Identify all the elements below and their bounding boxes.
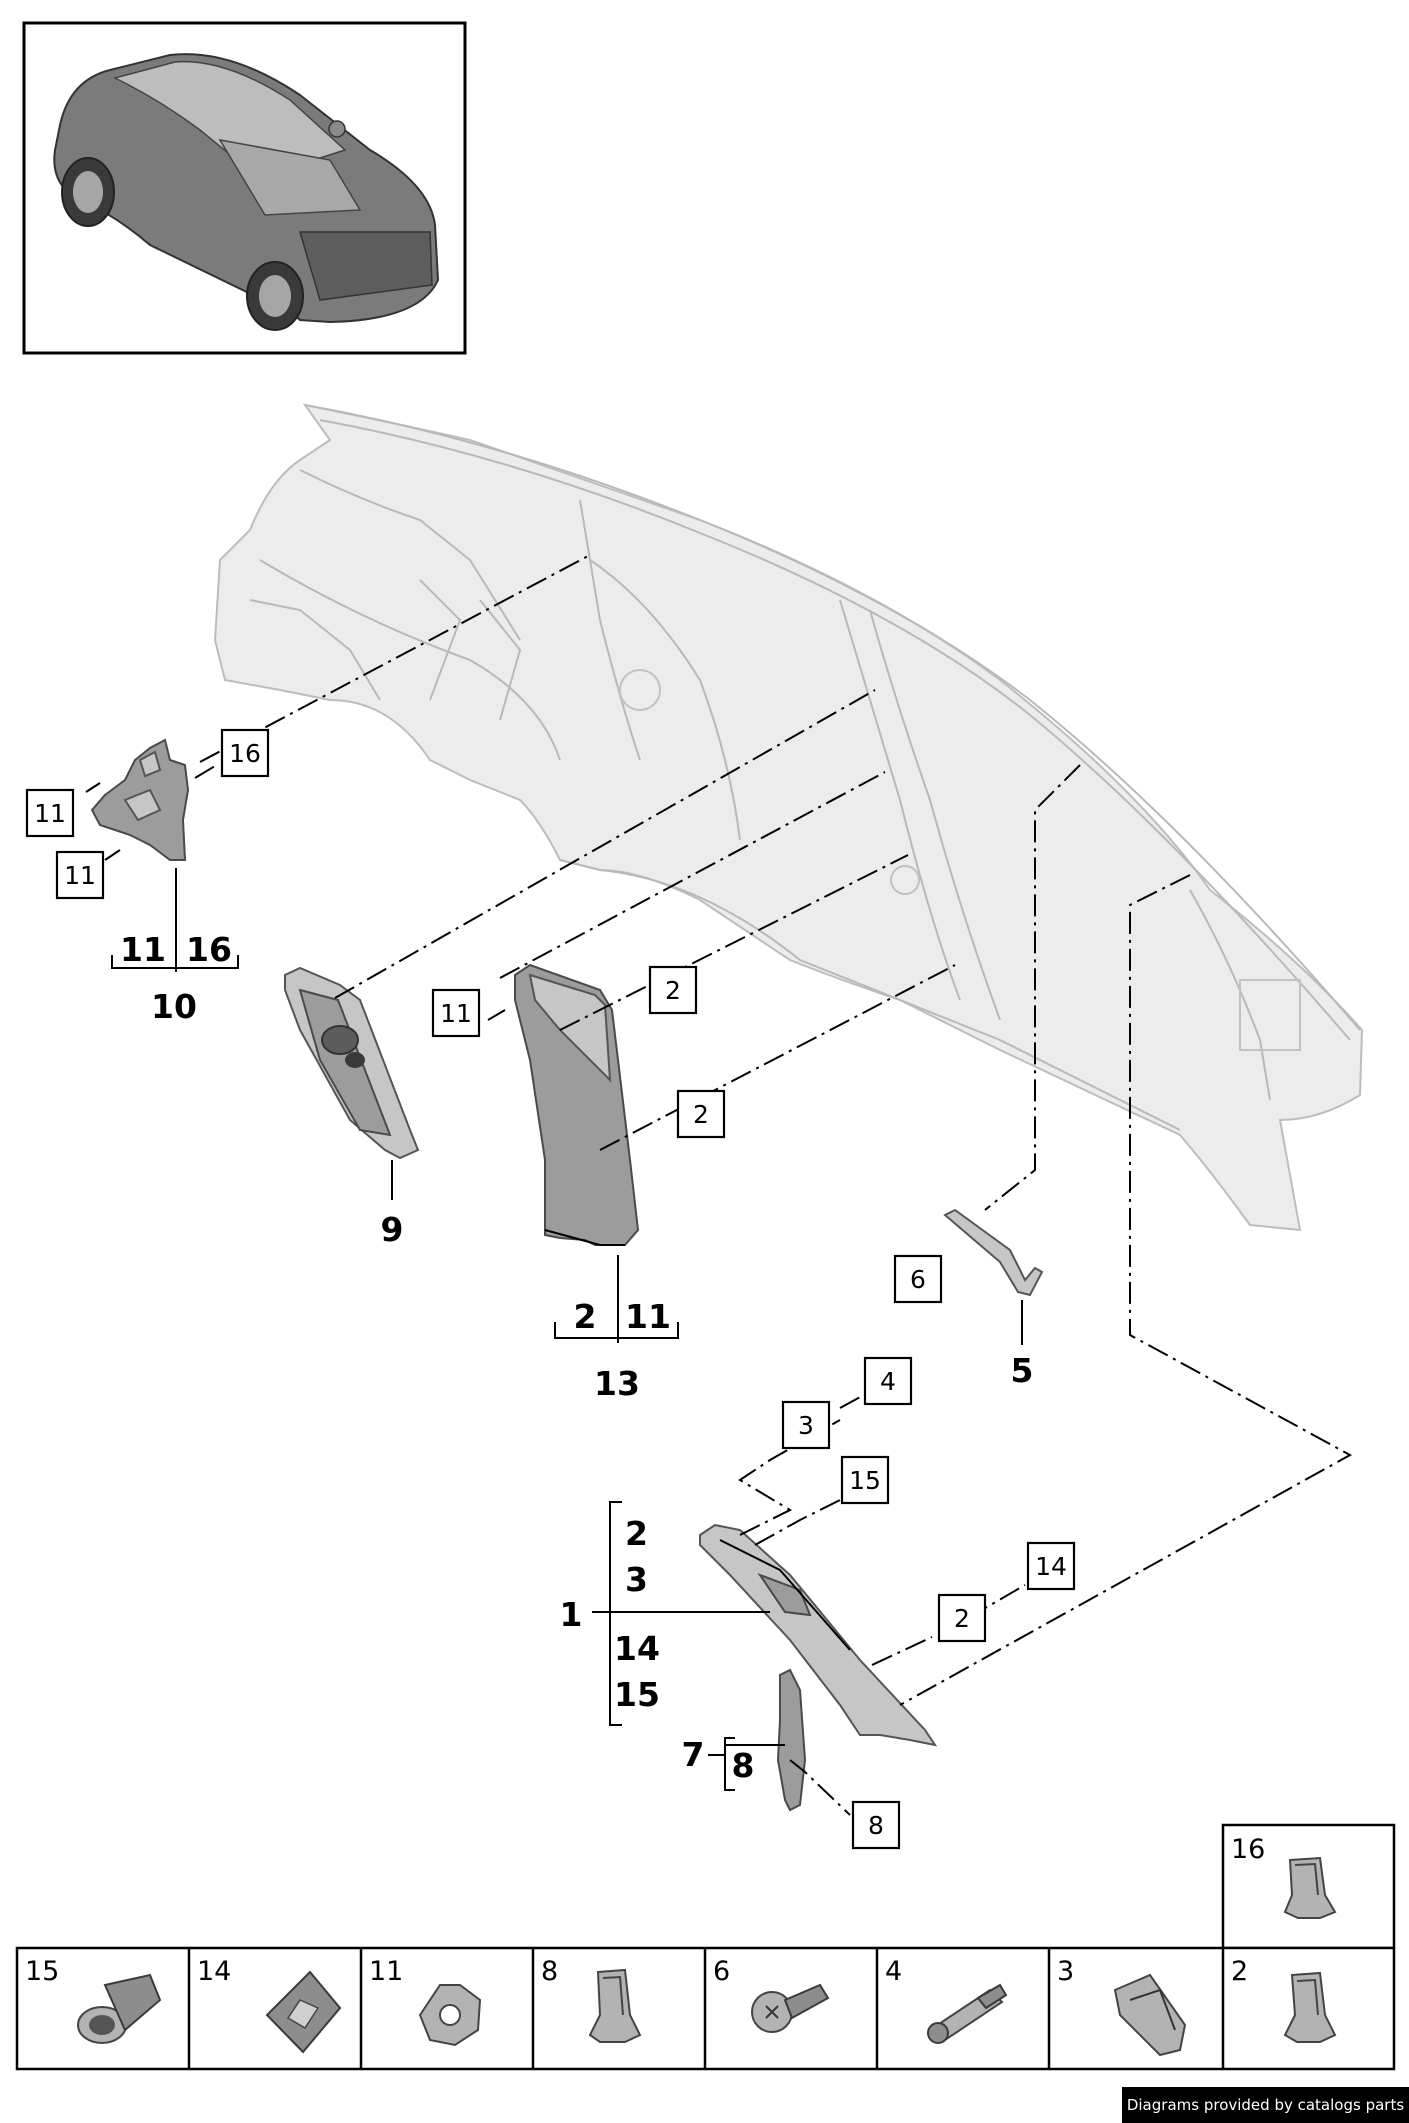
clip-icon	[1283, 1856, 1337, 1919]
group-1[interactable]: 2 3 14 15 1	[560, 1514, 660, 1714]
callout-3[interactable]: 3	[781, 1400, 831, 1450]
hardware-cell-label: 11	[369, 1956, 403, 1987]
group-1-member: 14	[614, 1629, 660, 1668]
callout-11-label: 11	[64, 861, 96, 890]
group-1-member: 3	[625, 1560, 648, 1599]
stud-bolt-icon	[927, 1983, 1008, 2044]
group-13-member: 2	[574, 1297, 597, 1336]
hardware-cell-14[interactable]: 14	[197, 1956, 342, 2054]
callout-15-label: 15	[849, 1466, 881, 1495]
callout-2-label: 2	[693, 1100, 709, 1129]
hardware-cell-label: 15	[25, 1956, 59, 1987]
callout-11[interactable]: 11	[55, 850, 105, 900]
hardware-cell-6[interactable]: 6	[713, 1956, 830, 2033]
group-10-member: 11	[120, 930, 166, 969]
hardware-cell-3[interactable]: 3	[1057, 1956, 1187, 2057]
hardware-cell-11[interactable]: 11	[369, 1956, 482, 2047]
part-9-label[interactable]: 9	[381, 1210, 404, 1249]
group-7-number: 7	[682, 1735, 705, 1774]
part-5-number: 5	[1011, 1351, 1034, 1390]
callout-2[interactable]: 2	[648, 965, 698, 1015]
group-1-member: 2	[625, 1514, 648, 1553]
vehicle-overview[interactable]	[22, 21, 467, 355]
callout-3-label: 3	[798, 1411, 814, 1440]
hardware-cell-16[interactable]: 16	[1221, 1823, 1396, 1950]
clip-icon	[418, 1984, 482, 2047]
part-13-pillar-trim[interactable]	[514, 963, 640, 1246]
foam-pad-icon	[265, 1970, 342, 2054]
callout-14[interactable]: 14	[1026, 1541, 1076, 1591]
callout-4-label: 4	[880, 1367, 896, 1396]
callout-2[interactable]: 2	[937, 1593, 987, 1643]
part-9-pillar-trim[interactable]	[284, 966, 420, 1160]
group-13-number: 13	[594, 1364, 640, 1403]
part-10-bracket[interactable]	[90, 738, 190, 861]
callout-11-label: 11	[440, 999, 472, 1028]
group-10-member: 16	[186, 930, 232, 969]
hardware-cell-label: 3	[1057, 1956, 1074, 1987]
dashdot-leaders	[85, 554, 1353, 1816]
credit-banner: Diagrams provided by catalogs parts	[1122, 2087, 1409, 2123]
hardware-table: 16 15 14	[15, 1823, 1396, 2071]
group-leaders	[111, 868, 1023, 1791]
callout-11-label: 11	[34, 799, 66, 828]
part-5-label[interactable]: 5	[1011, 1351, 1034, 1390]
callout-2-label: 2	[665, 976, 681, 1005]
part-9-number: 9	[381, 1210, 404, 1249]
hardware-cell-label: 6	[713, 1956, 730, 1987]
group-7[interactable]: 8 7	[682, 1735, 755, 1785]
screw-icon	[751, 1983, 830, 2033]
hardware-cell-4[interactable]: 4	[885, 1956, 1008, 2044]
car-icon	[53, 53, 440, 331]
hardware-cell-2[interactable]: 2	[1231, 1956, 1337, 2043]
callout-15[interactable]: 15	[840, 1455, 890, 1505]
hardware-cell-label: 4	[885, 1956, 902, 1987]
group-10-number: 10	[151, 987, 197, 1026]
callout-4[interactable]: 4	[863, 1356, 913, 1406]
part-5-strip[interactable]	[943, 1208, 1044, 1297]
group-1-member: 15	[614, 1675, 660, 1714]
hardware-cell-label: 16	[1231, 1834, 1265, 1865]
callout-11[interactable]: 11	[431, 988, 481, 1038]
group-13-member: 11	[625, 1297, 671, 1336]
hardware-cell-8[interactable]: 8	[541, 1956, 642, 2043]
callout-8[interactable]: 8	[851, 1800, 901, 1850]
hardware-cell-15[interactable]: 15	[25, 1956, 162, 2044]
sleeve-nut-icon	[77, 1973, 162, 2044]
hardware-cell-label: 2	[1231, 1956, 1248, 1987]
bracket-clip-icon	[1113, 1973, 1187, 2057]
part-7-bracket[interactable]	[776, 1668, 807, 1812]
clip-icon	[588, 1968, 642, 2043]
group-13[interactable]: 2 11 13	[574, 1297, 671, 1403]
callout-8-label: 8	[868, 1811, 884, 1840]
callout-6-label: 6	[910, 1265, 926, 1294]
callout-16[interactable]: 16	[220, 728, 270, 778]
callout-16-label: 16	[229, 739, 261, 768]
part-1-pillar-trim[interactable]	[699, 1523, 938, 1747]
callout-14-label: 14	[1035, 1552, 1067, 1581]
hardware-cell-label: 8	[541, 1956, 558, 1987]
hardware-cell-label: 14	[197, 1956, 231, 1987]
group-1-number: 1	[560, 1595, 583, 1634]
clip-icon	[1283, 1971, 1337, 2043]
callout-11[interactable]: 11	[25, 788, 75, 838]
group-10[interactable]: 11 16 10	[120, 930, 232, 1026]
body-side-frame	[213, 403, 1364, 1232]
callout-6[interactable]: 6	[893, 1254, 943, 1304]
callout-2-label: 2	[954, 1604, 970, 1633]
group-7-member: 8	[732, 1746, 755, 1785]
callout-2[interactable]: 2	[676, 1089, 726, 1139]
